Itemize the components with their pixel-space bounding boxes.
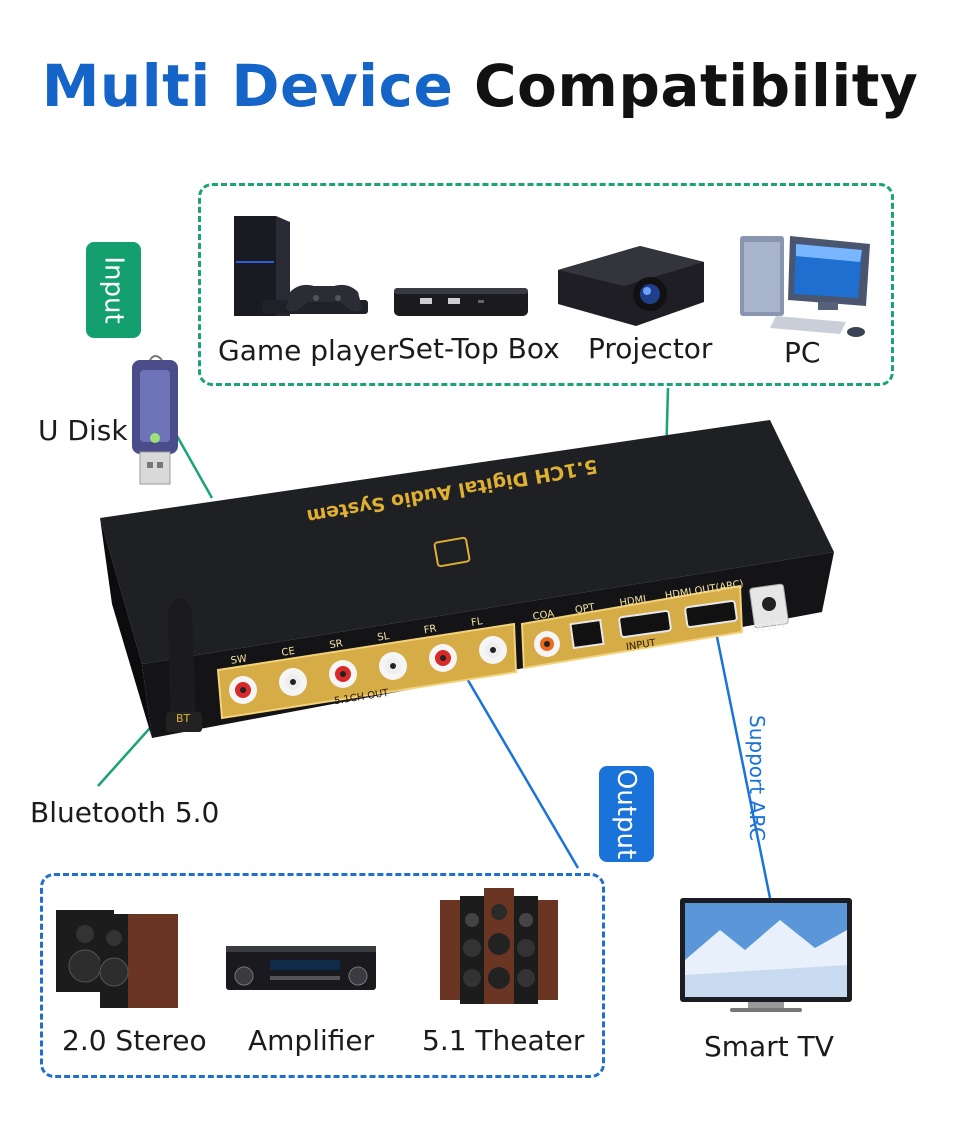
input-tag: Input — [86, 242, 141, 338]
smart-tv-label: Smart TV — [704, 1030, 834, 1063]
theater-speakers-icon — [440, 888, 558, 1004]
input-devices-box — [198, 183, 894, 386]
game-player-label: Game player — [218, 334, 399, 367]
title-rest: Compatibility — [473, 52, 919, 120]
set-top-box-icon — [394, 288, 528, 316]
smart-tv-icon — [680, 898, 852, 1012]
antenna-label: BT — [176, 712, 191, 725]
game-console-icon — [234, 216, 368, 316]
stereo-speakers-icon — [56, 910, 178, 1008]
set-top-box-label: Set-Top Box — [398, 332, 560, 365]
arc-line — [714, 631, 772, 899]
projector-label: Projector — [588, 332, 713, 365]
output-tag: Output — [599, 766, 654, 862]
rca-jacks — [229, 631, 560, 704]
usb-drive-icon — [132, 355, 178, 485]
stereo-label: 2.0 Stereo — [62, 1024, 207, 1057]
amplifier-icon — [226, 946, 376, 990]
title-highlight: Multi Device — [41, 52, 454, 120]
output-devices-box — [40, 873, 605, 1078]
audio-out-line — [460, 669, 580, 869]
udisk-label: U Disk — [38, 414, 128, 447]
pc-icon — [740, 236, 870, 337]
audio-decoder-device — [100, 420, 834, 738]
bluetooth-label: Bluetooth 5.0 — [30, 796, 220, 829]
page-title: Multi Device Compatibility — [0, 52, 960, 120]
projector-icon — [558, 246, 704, 326]
theater-label: 5.1 Theater — [422, 1024, 585, 1057]
amplifier-label: Amplifier — [248, 1024, 375, 1057]
pc-label: PC — [784, 336, 821, 369]
